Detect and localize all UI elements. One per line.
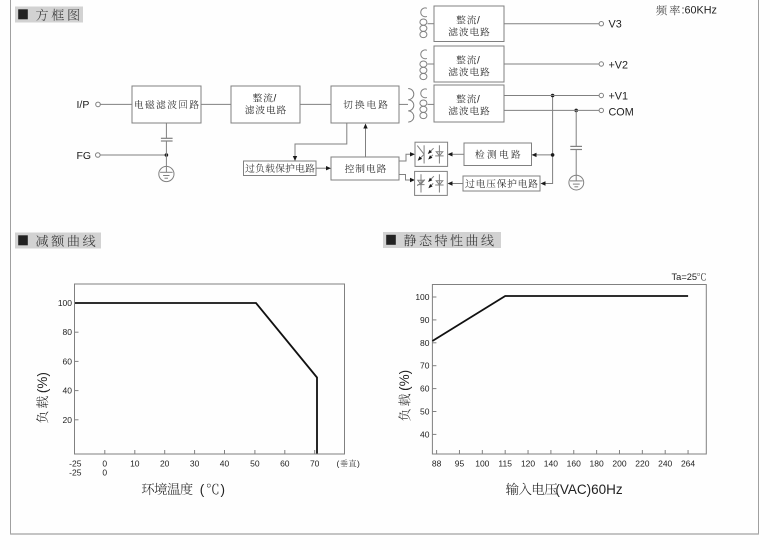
svg-text:COM: COM: [609, 107, 634, 119]
svg-text:/: /: [477, 55, 480, 66]
svg-text:50: 50: [420, 407, 430, 417]
svg-text:20: 20: [63, 415, 73, 425]
svg-text:220: 220: [635, 459, 649, 469]
svg-text:/: /: [477, 15, 480, 26]
svg-text:V3: V3: [609, 19, 622, 31]
svg-text:80: 80: [420, 338, 430, 348]
svg-text:60: 60: [420, 384, 430, 394]
svg-text:): ): [221, 482, 226, 497]
svg-text:): ): [357, 459, 360, 469]
svg-text::60KHz: :60KHz: [682, 5, 717, 17]
svg-text:40: 40: [420, 429, 430, 439]
svg-text:(%): (%): [35, 372, 50, 393]
svg-text:90: 90: [420, 315, 430, 325]
svg-text:88: 88: [432, 459, 442, 469]
svg-text:100: 100: [58, 298, 72, 308]
svg-text:(: (: [337, 459, 340, 469]
svg-text:240: 240: [658, 459, 672, 469]
svg-text:(: (: [200, 482, 205, 497]
svg-text:Ta=25: Ta=25: [672, 272, 698, 282]
svg-text:40: 40: [220, 459, 230, 469]
svg-text:80: 80: [63, 327, 73, 337]
svg-text:60: 60: [280, 459, 290, 469]
svg-text:100: 100: [415, 292, 429, 302]
svg-text:10: 10: [130, 459, 140, 469]
svg-text:140: 140: [544, 459, 558, 469]
svg-text:+V1: +V1: [609, 90, 629, 102]
svg-text:120: 120: [521, 459, 535, 469]
svg-text:(%): (%): [397, 370, 412, 391]
svg-text:-25: -25: [69, 459, 82, 469]
svg-text:180: 180: [590, 459, 604, 469]
svg-text:/: /: [274, 93, 277, 104]
svg-text:30: 30: [190, 459, 200, 469]
svg-text:(VAC)60Hz: (VAC)60Hz: [555, 482, 623, 497]
svg-text:70: 70: [420, 361, 430, 371]
svg-text:200: 200: [612, 459, 626, 469]
svg-text:-25: -25: [69, 468, 82, 478]
svg-text:100: 100: [475, 459, 489, 469]
svg-text:95: 95: [455, 459, 465, 469]
svg-text:I/P: I/P: [77, 99, 90, 111]
svg-text:+V2: +V2: [609, 59, 629, 71]
svg-text:70: 70: [310, 459, 320, 469]
svg-text:50: 50: [250, 459, 260, 469]
svg-text:0: 0: [102, 459, 107, 469]
svg-text:FG: FG: [77, 150, 92, 162]
svg-text:40: 40: [63, 386, 73, 396]
svg-text:0: 0: [102, 468, 107, 478]
svg-text:20: 20: [160, 459, 170, 469]
svg-text:160: 160: [567, 459, 581, 469]
svg-text:60: 60: [63, 356, 73, 366]
svg-text:115: 115: [498, 459, 512, 469]
svg-text:264: 264: [681, 459, 695, 469]
svg-text:/: /: [477, 94, 480, 105]
